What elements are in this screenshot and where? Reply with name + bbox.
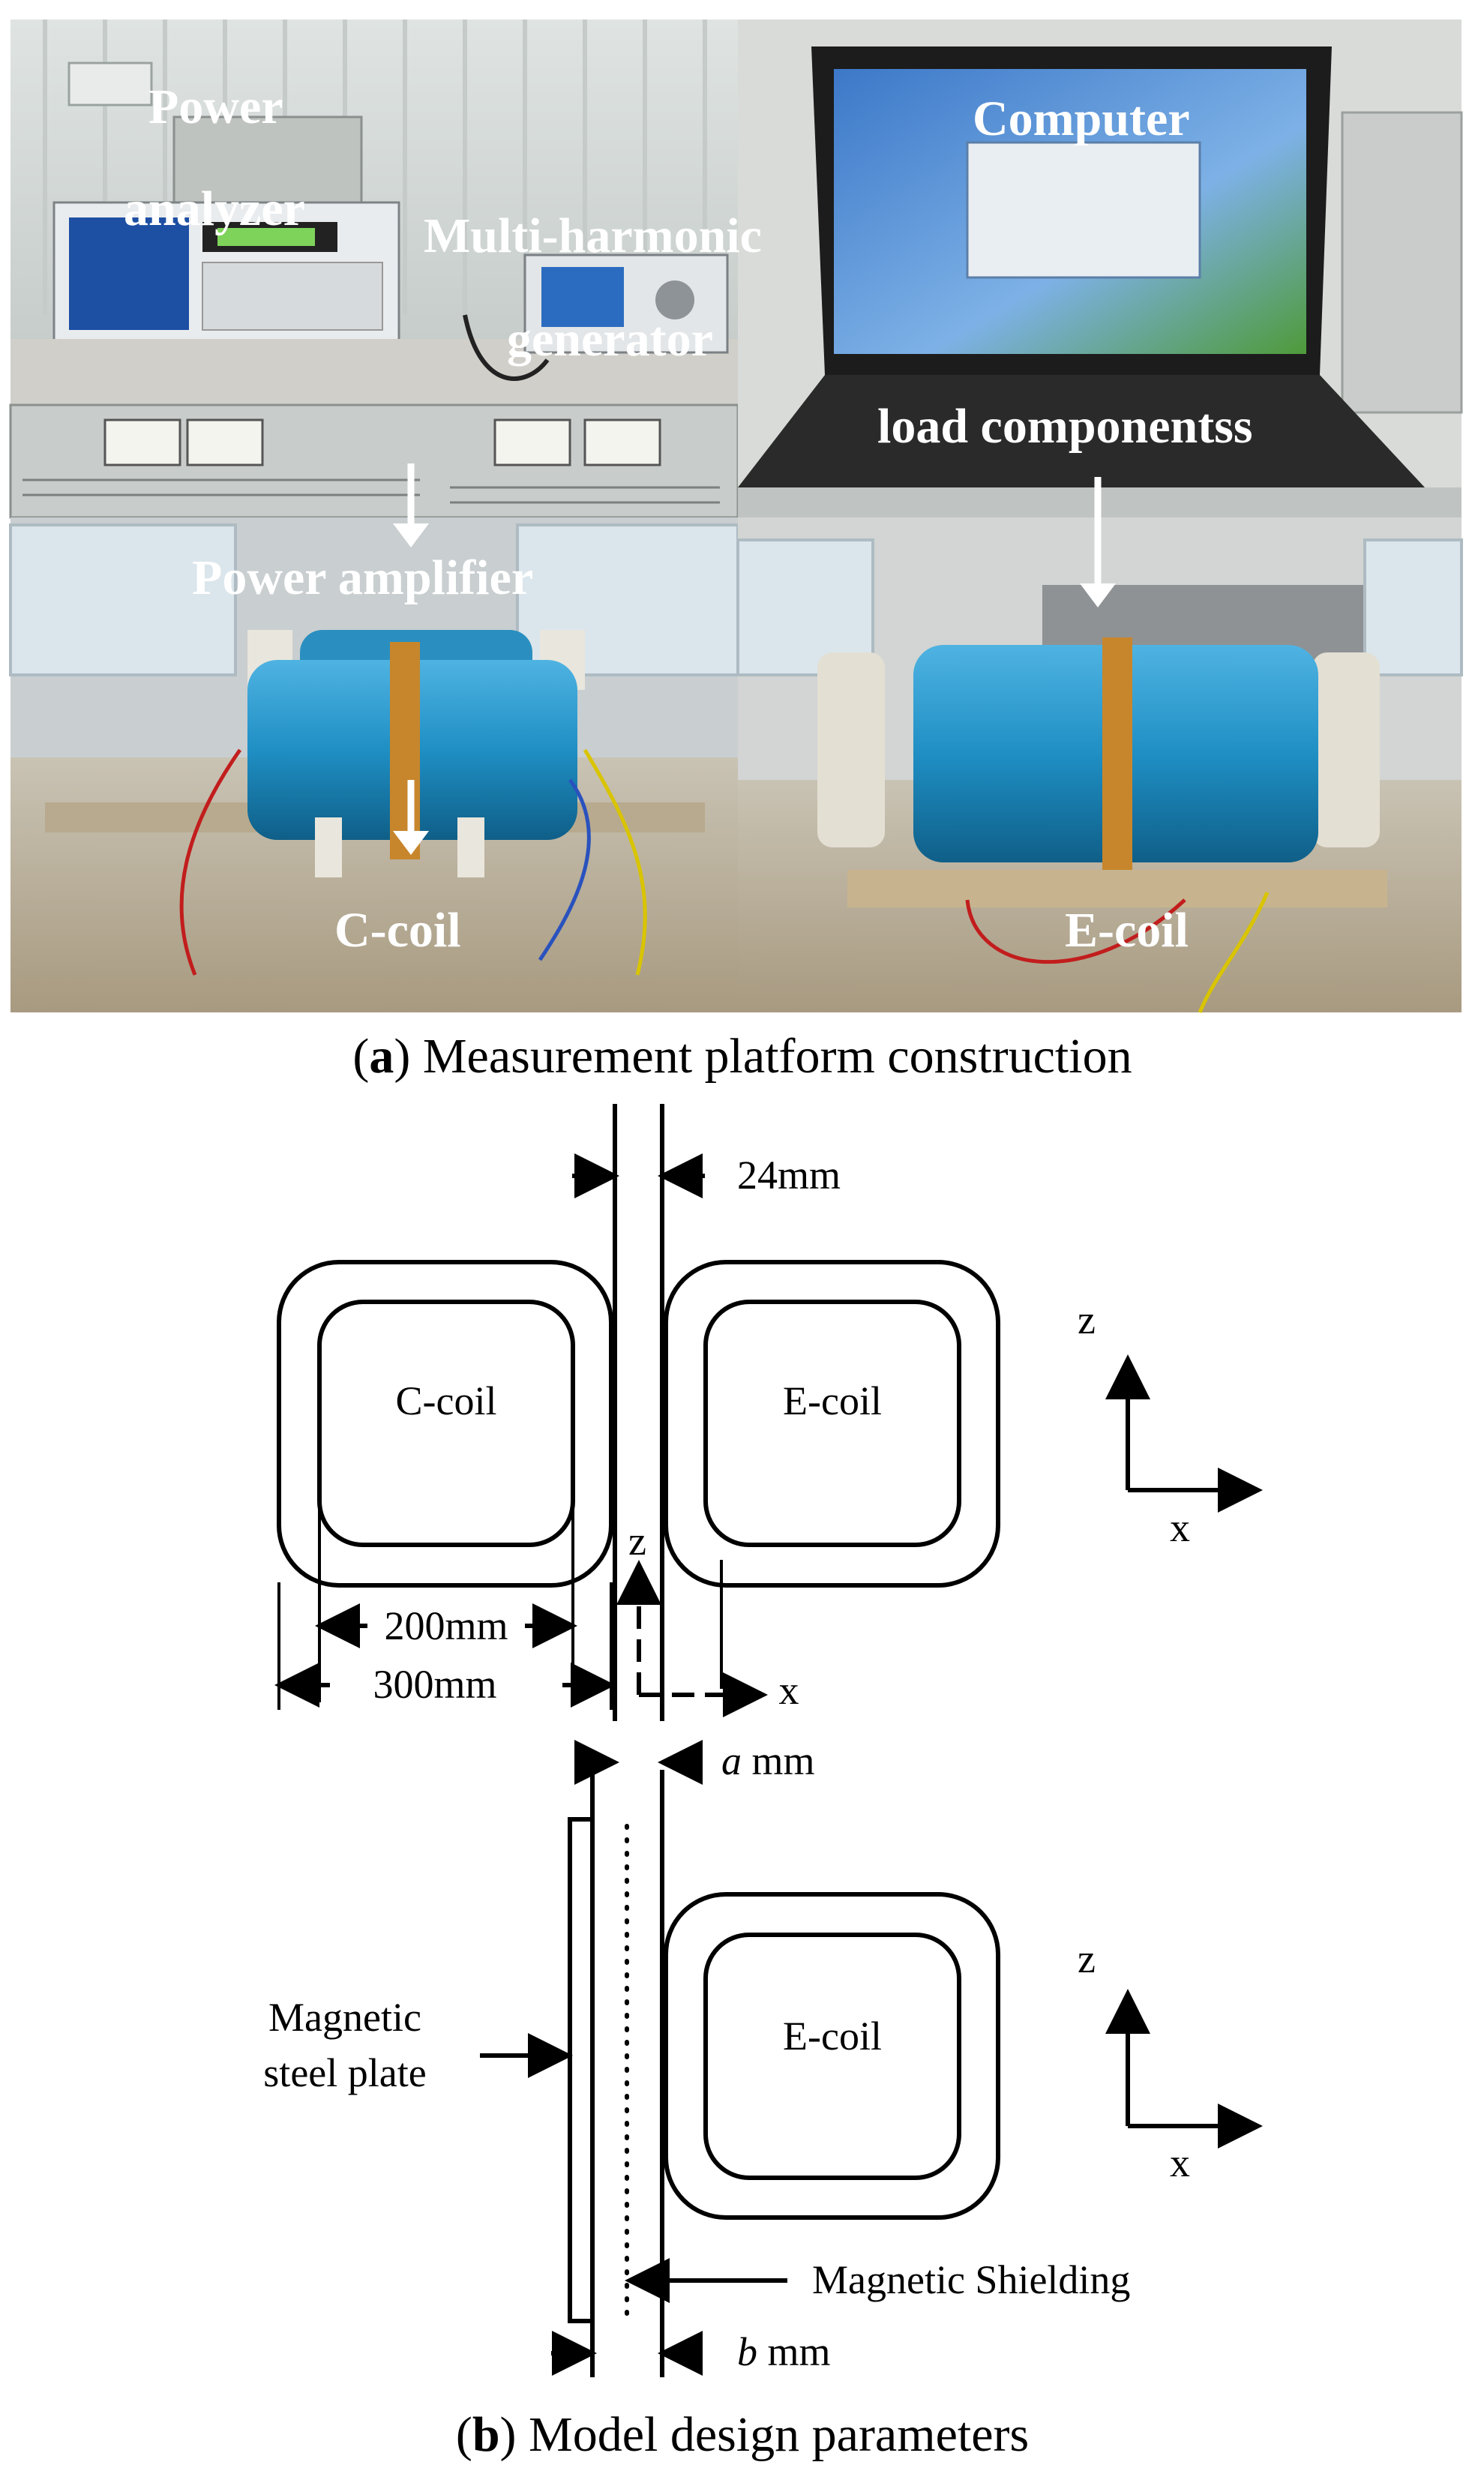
magnetic-steel-plate — [568, 1817, 595, 2323]
axis-z-bottom-label: z — [1078, 1936, 1096, 1981]
caption-b-letter: b — [472, 2407, 500, 2462]
diagram-top: 24mm C-coil E-coil 200mm 300mm z x z x — [274, 1104, 1263, 1721]
center-axis-z-label: z — [628, 1519, 646, 1564]
caption-a-letter: a — [369, 1029, 394, 1084]
label-computer: Computer — [973, 91, 1190, 146]
c-coil-inner — [317, 1300, 575, 1547]
photo-e-coil — [736, 517, 1463, 1013]
caption-b-text: Model design parameters — [517, 2407, 1030, 2462]
e-coil-top-label: E-coil — [783, 1378, 882, 1423]
dim-200-label: 200mm — [384, 1603, 508, 1648]
photo-labels: Power analyzer Multi-harmonic generator … — [124, 79, 1253, 958]
dim-b-var: b — [737, 2329, 757, 2374]
e-coil-top-outer — [664, 1260, 1000, 1588]
caption-a-text: Measurement platform construction — [410, 1029, 1132, 1084]
e-coil-bottom-outer — [664, 1892, 1000, 2220]
label-power-analyzer-line2: analyzer — [124, 181, 305, 236]
label-e-coil-photo: E-coil — [1065, 903, 1189, 958]
axis-x-top-label: x — [1170, 1505, 1190, 1550]
c-coil-label: C-coil — [396, 1378, 497, 1423]
label-power-analyzer-line1: Power — [148, 79, 283, 134]
center-axis-x-label: x — [779, 1668, 799, 1713]
c-coil-outer — [277, 1260, 613, 1588]
label-multi-harmonic-line2: generator — [507, 312, 713, 367]
diagram-bottom: a mm E-coil Magnetic steel plate Magneti… — [263, 1738, 1263, 2377]
label-multi-harmonic-line1: Multi-harmonic — [424, 208, 762, 263]
dim-24-label: 24mm — [737, 1153, 841, 1198]
e-coil-bottom-inner — [703, 1933, 961, 2180]
e-coil-top-inner — [703, 1300, 961, 1547]
dim-300-label: 300mm — [373, 1662, 496, 1707]
e-coil-bottom-label: E-coil — [783, 2014, 882, 2059]
label-c-coil-photo: C-coil — [334, 903, 461, 958]
dim-a-var: a — [721, 1738, 742, 1783]
axis-x-bottom-label: x — [1170, 2140, 1190, 2185]
photo-computer — [738, 19, 1463, 517]
shielding-label: Magnetic Shielding — [812, 2257, 1130, 2302]
photo-instruments — [9, 19, 739, 519]
label-load-components: load componentss — [877, 399, 1253, 454]
caption-a: (a) Measurement platform construction — [352, 1029, 1132, 1084]
dim-a-unit: mm — [742, 1738, 815, 1783]
axis-z-top-label: z — [1078, 1297, 1096, 1342]
dim-b-label: b mm — [737, 2329, 831, 2374]
photo-c-coil — [9, 517, 739, 1012]
steel-plate-label-line2: steel plate — [263, 2050, 426, 2095]
label-power-amplifier: Power amplifier — [192, 550, 533, 605]
photo-collage: Power analyzer Multi-harmonic generator … — [9, 19, 1463, 1013]
dim-a-label: a mm — [721, 1738, 815, 1783]
steel-plate-label-line1: Magnetic — [268, 1995, 421, 2040]
caption-b: (b) Model design parameters — [456, 2407, 1029, 2462]
photo-arrows — [393, 463, 1116, 855]
dim-b-unit: mm — [757, 2329, 831, 2374]
